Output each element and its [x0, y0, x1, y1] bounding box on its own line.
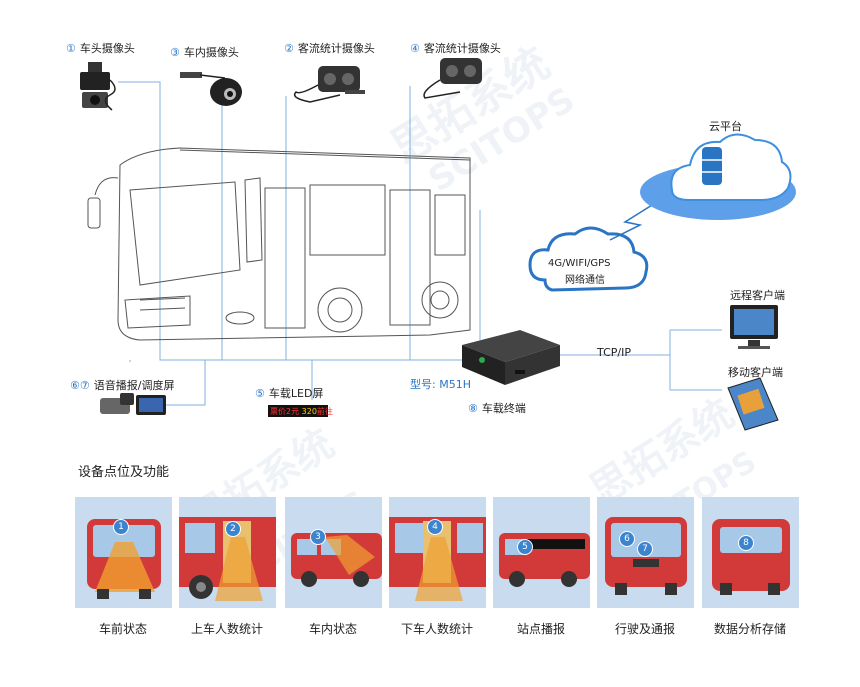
- function-card-7: 8: [702, 497, 799, 608]
- label-model: 型号: M51H: [410, 378, 471, 391]
- network-cloud-icon: [528, 226, 649, 292]
- bus-door-illustration: [179, 517, 276, 601]
- function-caption-7: 数据分析存储: [713, 622, 786, 636]
- function-badge: 6: [619, 531, 635, 547]
- label-mobile-client: 移动客户端: [728, 366, 783, 379]
- function-card-5: 5: [493, 497, 590, 608]
- interior-camera-icon: [180, 72, 242, 106]
- function-caption-3: 车内状态: [308, 622, 357, 636]
- dispatch-screen-icon: [100, 393, 166, 415]
- function-caption-2: 上车人数统计: [190, 622, 263, 636]
- label-tcpip: TCP/IP: [597, 346, 631, 359]
- function-card-3: 3: [285, 497, 382, 608]
- bus-side-illustration: [291, 533, 382, 587]
- bus-illustration: [87, 147, 471, 341]
- label-cloud-platform: 云平台: [709, 120, 742, 133]
- function-card-4: 4: [389, 497, 486, 608]
- function-badge: 5: [517, 539, 533, 555]
- remote-client-icon: [730, 305, 778, 349]
- function-caption-5: 站点播报: [516, 622, 565, 636]
- function-badge: 8: [738, 535, 754, 551]
- function-card-1: 1: [75, 497, 172, 608]
- function-badge: 2: [225, 521, 241, 537]
- label-remote-client: 远程客户端: [730, 289, 785, 302]
- front-camera-icon: [80, 62, 116, 111]
- function-badge: 4: [427, 519, 443, 535]
- mobile-client-icon: [727, 377, 779, 431]
- counter-camera-b-icon: [423, 58, 482, 99]
- bus-led-illustration: [499, 533, 590, 587]
- function-badge: 7: [637, 541, 653, 557]
- system-diagram: [80, 58, 796, 431]
- bus-exit-door-illustration: [389, 517, 486, 601]
- cloud-platform-icon: [640, 133, 796, 220]
- terminal-device-icon: [462, 330, 560, 385]
- section-title: 设备点位及功能: [78, 465, 170, 480]
- led-screen-text: 票价2元 320前往: [270, 407, 333, 416]
- function-caption-1: 车前状态: [98, 622, 147, 636]
- function-card-6: 6 7: [597, 497, 694, 608]
- function-caption-6: 行驶及通报: [614, 622, 675, 636]
- counter-camera-a-icon: [293, 66, 365, 103]
- bus-rear-illustration: [712, 519, 790, 595]
- function-badge: 1: [113, 519, 129, 535]
- label-comm-line1: 4G/WIFI/GPS: [548, 258, 611, 269]
- function-card-2: 2: [179, 497, 276, 608]
- led-screen: [268, 405, 328, 417]
- function-badge: 3: [310, 529, 326, 545]
- bus-front-illustration: [87, 519, 161, 599]
- label-comm-line2: 网络通信: [565, 275, 605, 286]
- function-caption-4: 下车人数统计: [400, 622, 473, 636]
